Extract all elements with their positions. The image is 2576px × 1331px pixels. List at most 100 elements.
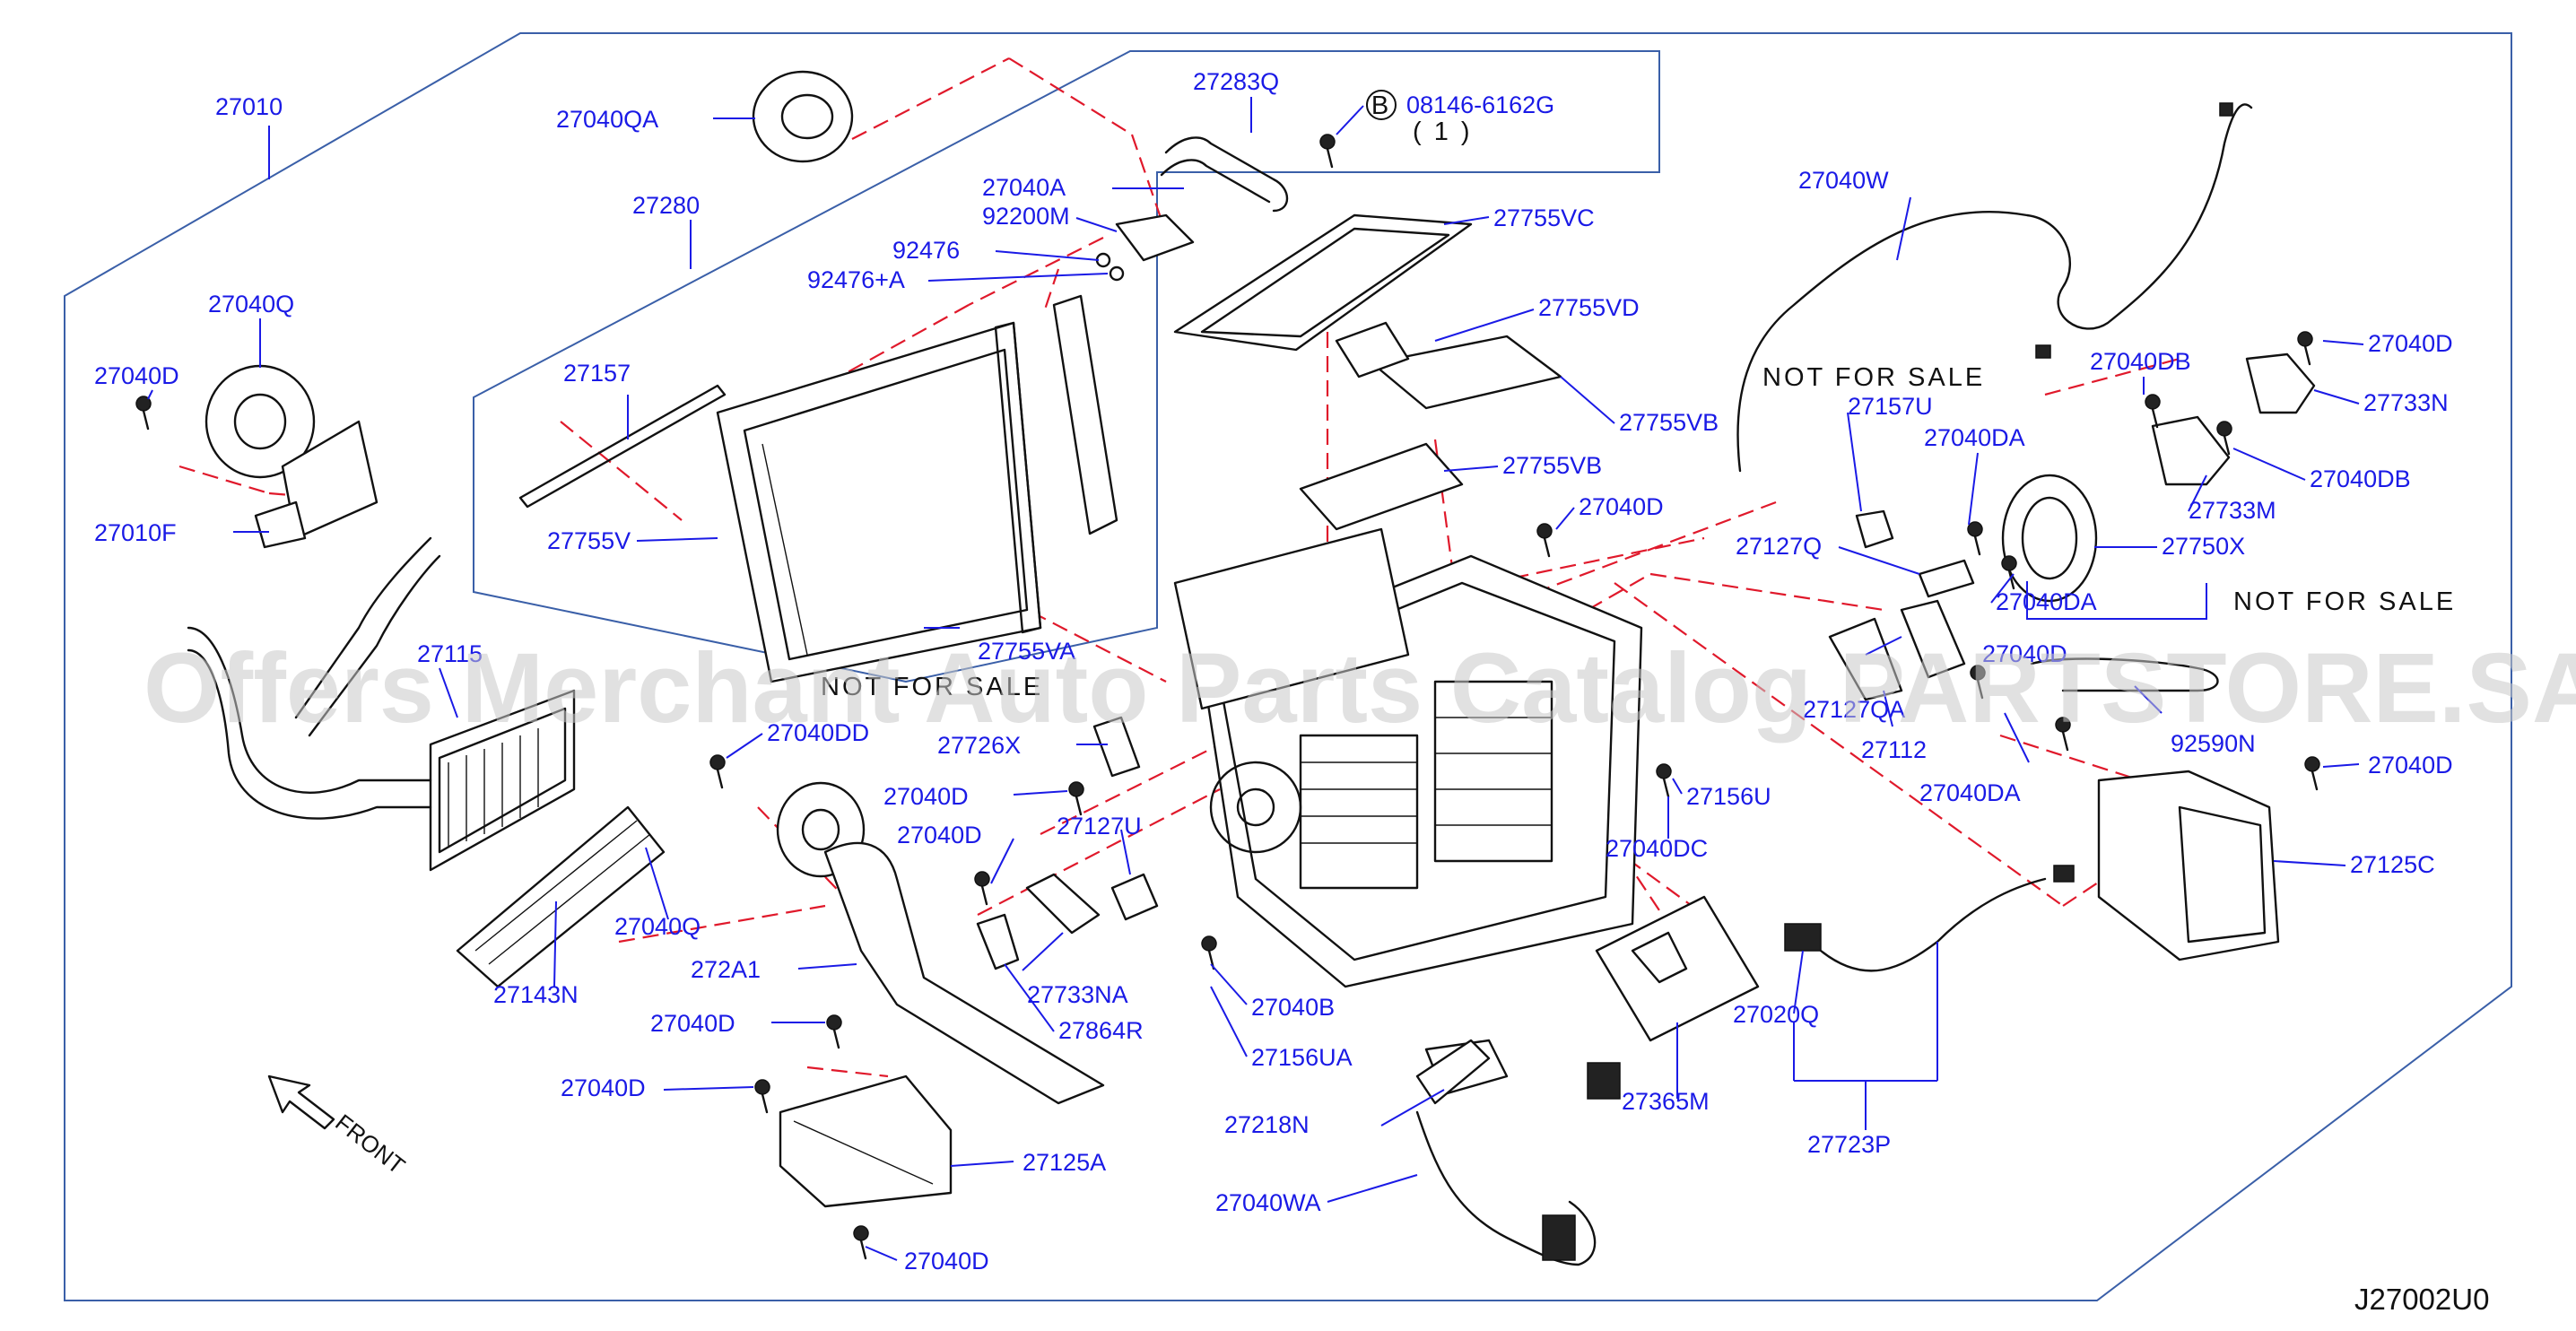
harness-27040W [1736,102,2253,473]
label-27755VD: 27755VD [1538,294,1640,321]
label-27040D-d: 27040D [1982,640,2067,667]
duct-27125C [2097,770,2280,961]
bolt-icon [2145,394,2161,429]
label-27040DB-a: 27040DB [2090,348,2191,375]
label-27115: 27115 [417,640,483,667]
label-27010: 27010 [215,93,283,120]
foot-duct-27125A [779,1074,953,1208]
label-08146-6162G: 08146-6162G [1406,91,1554,118]
label-27040Q: 27040Q [208,291,294,318]
label-27755VC: 27755VC [1493,204,1595,231]
actuator-27733M [2151,415,2231,486]
bolt-icon [1656,763,1672,798]
seal-27040QA [752,70,854,163]
bolt-icon [1068,781,1084,816]
bolt-icon [1319,134,1336,169]
bolt-icon [2001,555,2017,590]
label-27040W: 27040W [1798,167,1889,194]
bolt-icon [1536,523,1553,558]
bolt-icon [2304,756,2320,791]
label-27365M: 27365M [1622,1088,1710,1115]
label-27040QA: 27040QA [556,106,658,133]
label-27733M: 27733M [2189,497,2276,524]
label-92590N: 92590N [2171,730,2256,757]
heater-core [429,689,576,872]
bolt-icon [853,1225,869,1260]
assembly-frame [64,32,2512,1301]
label-quantity: ( 1 ) [1413,117,1473,146]
bracket-27127U [1110,873,1159,921]
note-not-for-sale-1: NOT FOR SALE [1762,363,1985,392]
hvac-case [1173,527,1643,988]
actuator-27733N [2245,352,2316,414]
note-not-for-sale-3: NOT FOR SALE [821,673,1043,701]
diagram-code: J27002U0 [2354,1283,2489,1316]
label-27040D-f: 27040D [883,783,969,810]
bolt-icon [1201,935,1217,970]
mode-door-27750X [2001,474,2098,603]
bracket-27218N [1415,1039,1491,1105]
label-27726X: 27726X [937,732,1021,759]
label-92476: 92476 [892,237,960,264]
not-for-sale-brackets [2026,581,2207,620]
evaporator-seal [518,384,727,509]
aspirator-27726X [1092,716,1141,778]
label-27127U: 27127U [1057,813,1142,839]
side-seal [1052,294,1118,535]
label-27040A: 27040A [982,174,1066,201]
duct-272A1 [823,841,1105,1105]
evaporator-core [716,321,1042,683]
label-27283Q: 27283Q [1193,68,1279,95]
clip-27010F [254,500,307,549]
front-arrow-icon [267,1074,335,1130]
bolt-icon [709,754,726,789]
label-92200M: 92200M [982,203,1070,230]
note-not-for-sale-2: NOT FOR SALE [2233,587,2456,616]
label-27755V: 27755V [547,527,631,554]
label-92476-A: 92476+A [807,266,905,293]
actuator-27733NA [976,873,1101,970]
label-27020Q: 27020Q [1733,1001,1819,1028]
label-27156U: 27156U [1686,783,1771,810]
label-27112: 27112 [1861,736,1927,763]
label-27733NA: 27733NA [1027,981,1128,1008]
label-27125A: 27125A [1023,1149,1106,1176]
label-27218N: 27218N [1224,1111,1310,1138]
label-27040D-g: 27040D [897,822,982,848]
label-27750X: 27750X [2162,533,2245,560]
part-labels: 27010 27040QA 27283Q 08146-6162G ( 1 ) 2… [94,68,2456,1274]
bolt-icon [2216,421,2232,456]
label-272A1: 272A1 [691,956,761,983]
front-label: FRONT [330,1109,410,1179]
label-27755VB-b: 27755VB [1502,452,1602,479]
bolt-icon [826,1014,842,1049]
filter-frames [1173,213,1562,531]
bolt-icon [974,871,990,906]
bolt-icon [754,1079,770,1114]
sensor-27365M [1595,895,1760,1042]
pipe-27283Q [1160,136,1289,213]
label-27040D-j: 27040D [904,1248,989,1274]
label-27157: 27157 [563,360,631,387]
link-levers [1828,509,2219,701]
block-92200M [1115,213,1195,262]
label-27127QA: 27127QA [1803,696,1905,723]
label-27040DA-a: 27040DA [1924,424,2025,451]
bolt-icon [1970,665,1986,700]
label-27040D-c: 27040D [1579,493,1664,520]
label-27040DC: 27040DC [1606,835,1708,862]
label-27733N: 27733N [2363,389,2449,416]
label-27040DA-b: 27040DA [1996,588,2097,615]
label-27040D-h: 27040D [650,1010,735,1037]
front-direction-indicator: FRONT [267,1074,410,1179]
label-27040DD: 27040DD [767,719,869,746]
label-27040D-i: 27040D [561,1074,646,1101]
label-27125C: 27125C [2350,851,2435,878]
phantom-lines [178,57,2225,1078]
blower-motor [205,364,379,540]
label-27040DB-b: 27040DB [2310,465,2411,492]
label-27040D-a: 27040D [94,362,179,389]
bolt-spec-letter: B [1371,91,1391,120]
label-27864R: 27864R [1058,1017,1144,1044]
bolt-icon [2297,331,2313,366]
